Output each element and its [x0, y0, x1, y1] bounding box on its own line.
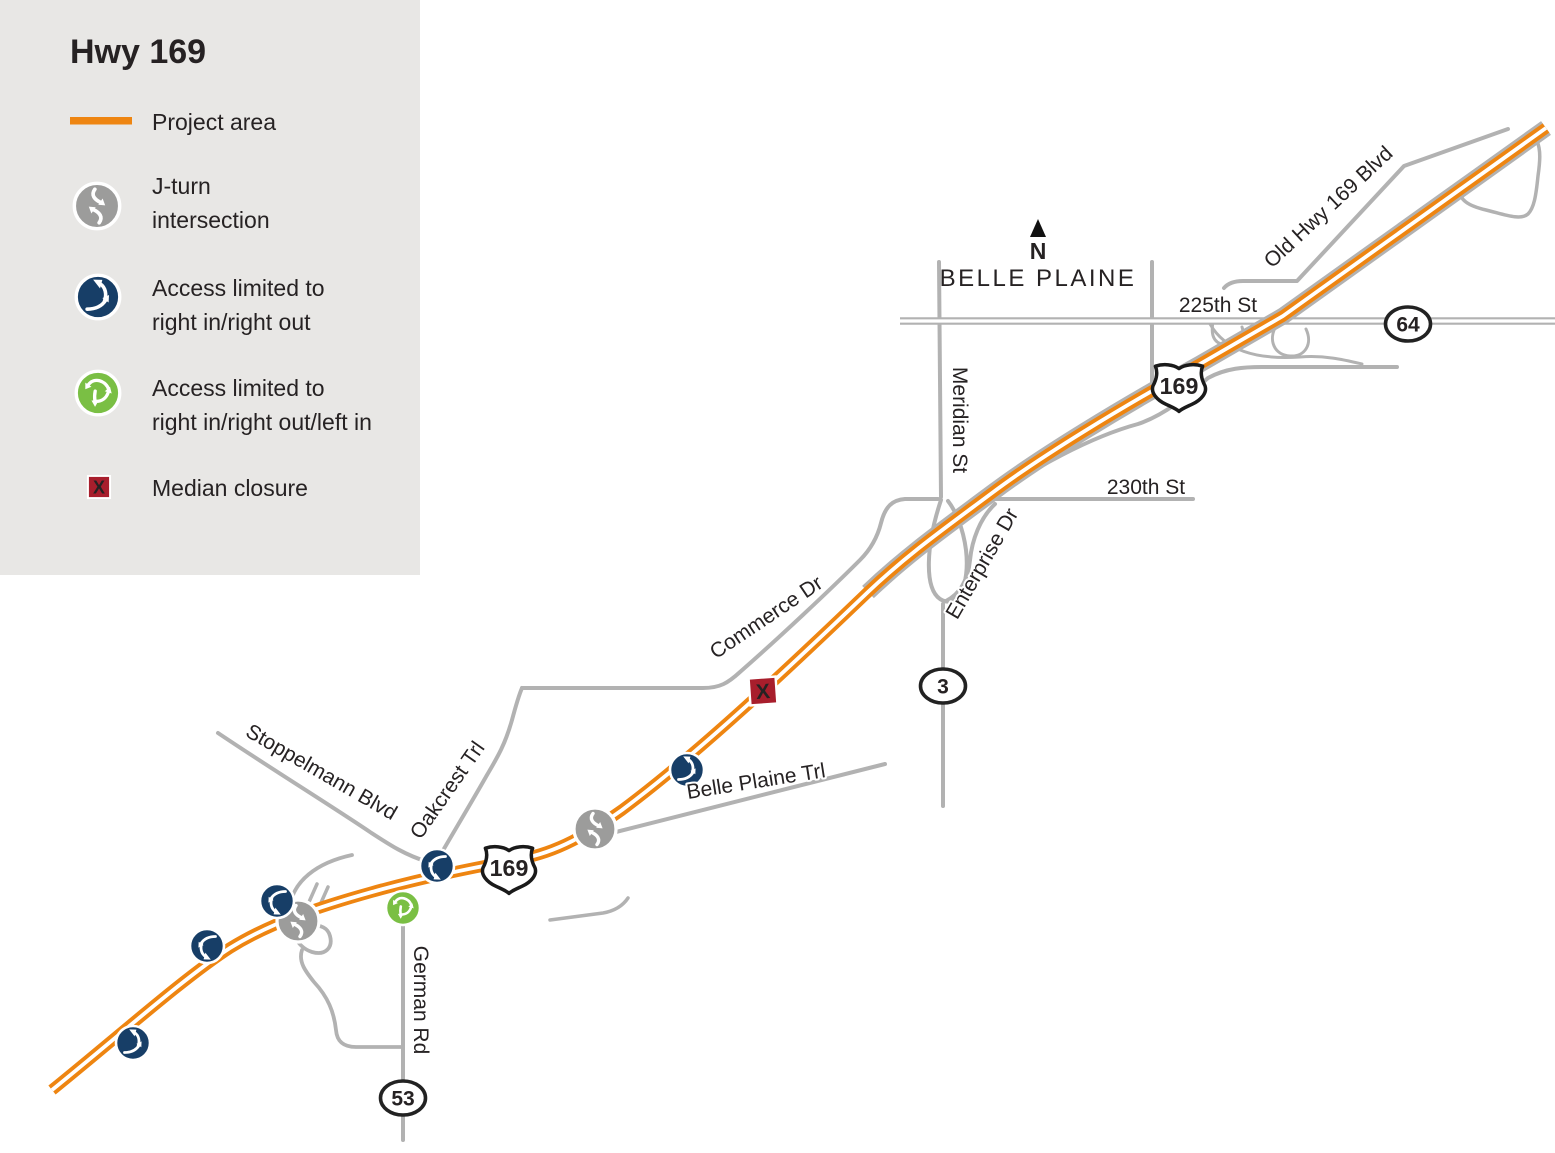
right-in-right-out-left-in-icon [384, 889, 422, 927]
legend-jturn-label-2: intersection [152, 207, 270, 233]
legend-rirro-label-2: right in/right out [152, 309, 311, 335]
svg-text:169: 169 [1160, 373, 1199, 399]
legend-rirroli-label-2: right in/right out/left in [152, 409, 372, 435]
svg-text:X: X [755, 680, 771, 704]
north-arrow-icon: N [1030, 219, 1047, 264]
county-53-shield: 53 [378, 1079, 428, 1117]
svg-text:64: 64 [1396, 314, 1420, 337]
jturn-loop-road-west [287, 853, 354, 955]
svg-text:N: N [1030, 238, 1047, 264]
road-belle-plaine-trl [606, 762, 887, 836]
legend-rirro-label-1: Access limited to [152, 275, 325, 301]
road-oakcrest-trl [432, 686, 524, 868]
legend-panel: Hwy 169 Project area J-turn intersection… [0, 0, 420, 575]
road-old-hwy-169-blvd [1222, 127, 1510, 290]
city-label: BELLE PLAINE [940, 265, 1137, 292]
road-meridian-st [937, 260, 943, 499]
median-closure-icon: X [86, 474, 112, 500]
label-meridian-st: Meridian St [948, 367, 971, 473]
svg-text:3: 3 [937, 676, 949, 699]
county-64-shield: 64 [1383, 305, 1433, 343]
median-closure-icon: X [747, 675, 779, 707]
legend-median-label: Median closure [152, 475, 308, 501]
label-stoppelmann-blvd: Stoppelmann Blvd [242, 720, 401, 825]
northeast-loop-ramp [1458, 139, 1542, 219]
svg-text:169: 169 [490, 855, 529, 881]
right-in-right-out-icon [188, 927, 226, 965]
label-230th-st: 230th St [1107, 476, 1185, 499]
right-in-right-out-icon [74, 273, 122, 321]
j-turn-intersection-icon [572, 806, 618, 852]
right-in-right-out-icon [114, 1024, 152, 1062]
road-commerce-dr [520, 497, 940, 690]
legend-project-area-label: Project area [152, 109, 276, 135]
connector-to-german-rd [299, 948, 403, 1049]
road-stoppelmann-blvd [216, 731, 430, 864]
us-169-shield-north: 169 [1150, 362, 1208, 414]
project-area-swatch [70, 117, 132, 125]
right-in-right-out-left-in-icon [74, 369, 122, 417]
legend-title: Hwy 169 [70, 33, 206, 71]
county-3-shield: 3 [918, 667, 968, 705]
us-169-shield-south: 169 [480, 844, 538, 896]
interchange-loop-b [1271, 324, 1311, 358]
svg-text:X: X [93, 478, 105, 498]
j-turn-intersection-icon [72, 181, 122, 231]
right-in-right-out-icon [418, 847, 456, 885]
legend-jturn-label-1: J-turn [152, 173, 211, 199]
svg-text:53: 53 [391, 1088, 414, 1111]
jturn-ramp-stub [548, 896, 630, 922]
right-in-right-out-icon [258, 882, 296, 920]
label-german-rd: German Rd [409, 946, 432, 1055]
legend-rirroli-label-1: Access limited to [152, 375, 325, 401]
label-225th-st: 225th St [1179, 294, 1257, 317]
road-enterprise-dr [944, 502, 997, 603]
